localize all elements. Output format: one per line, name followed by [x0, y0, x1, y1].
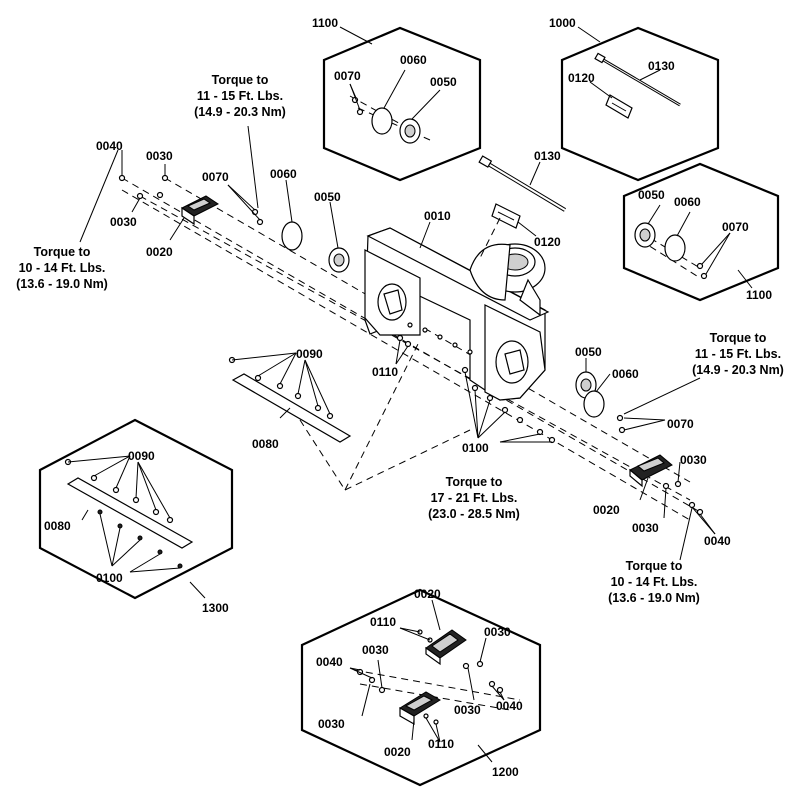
main-assembly: 0040 0030 0030 0020 0070 0060 0050 0010 … [16, 73, 784, 605]
label-0060-right: 0060 [612, 367, 639, 381]
label-0090: 0090 [296, 347, 323, 361]
label-0080: 0080 [252, 437, 279, 451]
label-0120: 0120 [534, 235, 561, 249]
kit-1300-0090: 0090 [128, 449, 155, 463]
left-parts [118, 174, 350, 273]
label-0070-left: 0070 [202, 170, 229, 184]
bolts-0100 [395, 334, 556, 444]
kit-1100-right-label: 1100 [746, 288, 772, 302]
kit-1200-0030-top-left: 0030 [362, 643, 389, 657]
label-0070-right: 0070 [667, 417, 694, 431]
label-0040-left: 0040 [96, 139, 123, 153]
kit-1200-0110-bottom: 0110 [428, 737, 454, 751]
kit-1100-right: 1100 0050 0060 0070 [622, 162, 780, 302]
kit-1100-right-outline [622, 162, 780, 302]
label-0100: 0100 [462, 441, 489, 455]
torque-center: Torque to 17 - 21 Ft. Lbs. (23.0 - 28.5 … [428, 475, 520, 521]
kit-1200-0040-right: 0040 [496, 699, 523, 713]
label-0050-left: 0050 [314, 190, 341, 204]
torque-right-lower: Torque to 10 - 14 Ft. Lbs. (13.6 - 19.0 … [608, 559, 700, 605]
svg-text:11 - 15 Ft. Lbs.: 11 - 15 Ft. Lbs. [197, 89, 283, 103]
label-0060-left: 0060 [270, 167, 297, 181]
kit-1200-0030-top-right: 0030 [484, 625, 511, 639]
label-0130: 0130 [534, 149, 561, 163]
bracket-0120 [479, 203, 521, 259]
svg-text:11 - 15 Ft. Lbs.: 11 - 15 Ft. Lbs. [695, 347, 781, 361]
svg-text:Torque to: Torque to [710, 331, 767, 345]
shaft-0130 [478, 155, 567, 212]
label-0030-left-top: 0030 [146, 149, 173, 163]
svg-text:Torque to: Torque to [446, 475, 503, 489]
kit-1100-top: 1100 0070 0060 0050 [312, 16, 482, 182]
scraper-0080 [228, 339, 471, 491]
label-0110: 0110 [372, 365, 398, 379]
svg-text:(13.6 - 19.0 Nm): (13.6 - 19.0 Nm) [16, 277, 108, 291]
torque-upper-left: Torque to 11 - 15 Ft. Lbs. (14.9 - 20.3 … [194, 73, 286, 119]
svg-text:10 - 14 Ft. Lbs.: 10 - 14 Ft. Lbs. [19, 261, 106, 275]
kit-1100-top-outline [322, 26, 482, 182]
label-0050-right: 0050 [575, 345, 602, 359]
kit-1300-outline [38, 418, 234, 600]
label-0010: 0010 [424, 209, 451, 223]
kit-1200-0030-bottom-left: 0030 [318, 717, 345, 731]
kit-1000-shaft [594, 52, 681, 107]
svg-text:17 - 21 Ft. Lbs.: 17 - 21 Ft. Lbs. [431, 491, 518, 505]
label-0020-right: 0020 [593, 503, 620, 517]
main-leader-lines [79, 125, 716, 561]
kit-1000-outline [560, 26, 720, 182]
kit-1000-label: 1000 [549, 16, 576, 30]
label-0030-right-bottom: 0030 [632, 521, 659, 535]
kit-1200-label: 1200 [492, 765, 519, 779]
svg-text:(13.6 - 19.0 Nm): (13.6 - 19.0 Nm) [608, 591, 700, 605]
kit-1100-top-label: 1100 [312, 16, 338, 30]
kit-1200-outline [300, 588, 542, 787]
kit-1200-0030-bottom-right: 0030 [454, 703, 481, 717]
kit-1100-top-0070: 0070 [334, 69, 361, 83]
kit-1000-bracket [605, 94, 633, 119]
svg-text:10 - 14 Ft. Lbs.: 10 - 14 Ft. Lbs. [611, 575, 698, 589]
label-0030-left-bottom: 0030 [110, 215, 137, 229]
torque-left: Torque to 10 - 14 Ft. Lbs. (13.6 - 19.0 … [16, 245, 108, 291]
kit-1100-right-0070: 0070 [722, 220, 749, 234]
kit-1300-0100: 0100 [96, 571, 123, 585]
svg-text:Torque to: Torque to [212, 73, 269, 87]
svg-text:(14.9 - 20.3 Nm): (14.9 - 20.3 Nm) [194, 105, 286, 119]
kit-1300-label: 1300 [202, 601, 229, 615]
kit-1300: 1300 0090 0080 0100 [38, 418, 234, 615]
kit-1100-top-0050: 0050 [430, 75, 457, 89]
kit-1100-top-0060: 0060 [400, 53, 427, 67]
kit-1200: 1200 0020 0110 0030 [300, 587, 542, 787]
svg-text:Torque to: Torque to [34, 245, 91, 259]
kit-1200-0020-top: 0020 [414, 587, 441, 601]
kit-1200-0040-left: 0040 [316, 655, 343, 669]
label-0030-right-top: 0030 [680, 453, 707, 467]
kit-1000-0130: 0130 [648, 59, 675, 73]
label-0020-left: 0020 [146, 245, 173, 259]
kit-1100-right-0050: 0050 [638, 188, 665, 202]
housing-0010 [364, 227, 550, 401]
axis-upper [121, 177, 701, 513]
torque-right-upper: Torque to 11 - 15 Ft. Lbs. (14.9 - 20.3 … [692, 331, 784, 377]
svg-text:(14.9 - 20.3 Nm): (14.9 - 20.3 Nm) [692, 363, 784, 377]
svg-text:(23.0 - 28.5 Nm): (23.0 - 28.5 Nm) [428, 507, 520, 521]
kit-1000: 1000 0120 0130 [549, 16, 720, 182]
svg-text:Torque to: Torque to [626, 559, 683, 573]
label-0040-right: 0040 [704, 534, 731, 548]
kit-1200-0020-bottom: 0020 [384, 745, 411, 759]
kit-1300-0080: 0080 [44, 519, 71, 533]
right-parts [575, 371, 704, 516]
kit-1200-0110-top: 0110 [370, 615, 396, 629]
kit-1000-0120: 0120 [568, 71, 595, 85]
kit-1100-right-0060: 0060 [674, 195, 701, 209]
